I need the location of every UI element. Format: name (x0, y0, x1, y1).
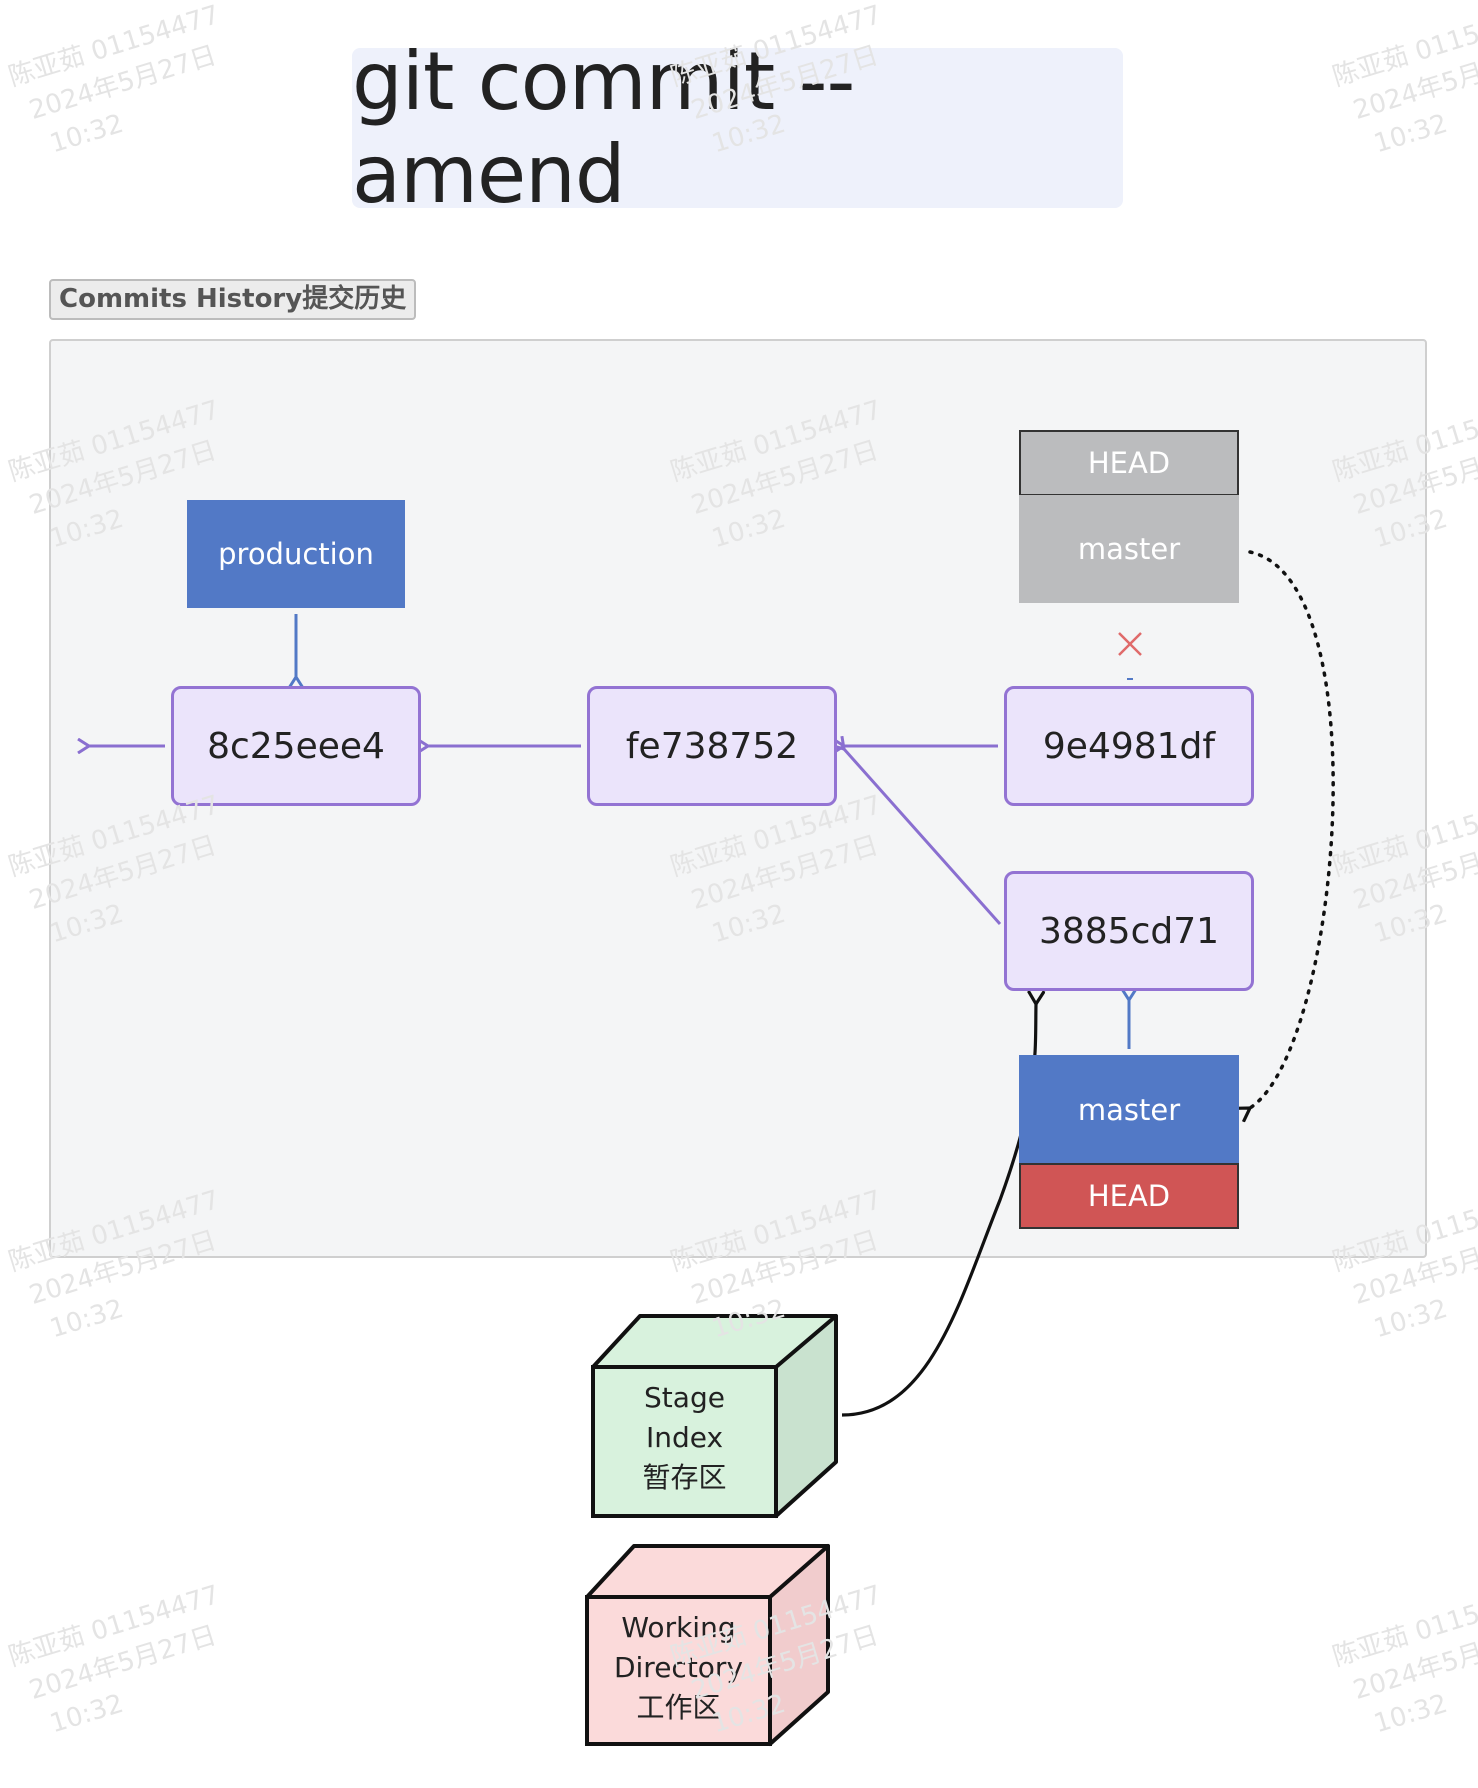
stage-line-1: Stage (644, 1381, 725, 1414)
new-head-text: HEAD (1087, 1179, 1171, 1213)
stage-index-cube (591, 1314, 838, 1518)
commit-node: fe738752 (587, 686, 837, 806)
working-directory-cube (585, 1544, 830, 1746)
commit-node: 9e4981df (1004, 686, 1254, 806)
production-branch-text: production (218, 537, 374, 571)
new-master-text: master (1077, 1093, 1181, 1127)
working-line-1: Working (621, 1611, 736, 1644)
working-line-3: 工作区 (636, 1691, 721, 1724)
stage-line-3: 暂存区 (642, 1461, 727, 1494)
old-master-text: master (1077, 532, 1181, 566)
old-master-label: master (1019, 495, 1239, 603)
commit-from-stage-arrow (841, 1004, 1036, 1417)
parent-arrow-3885cd71 (844, 749, 1002, 925)
new-head-label: HEAD (1019, 1163, 1239, 1229)
stage-index-label: Stage Index 暂存区 (593, 1378, 776, 1498)
old-head-text: HEAD (1087, 446, 1171, 480)
page-title: git commit --amend (352, 35, 855, 221)
commit-node: 8c25eee4 (171, 686, 421, 806)
x-mark-icon (1118, 632, 1142, 680)
commit-node: 3885cd71 (1004, 871, 1254, 991)
branch-move-arrow (1250, 550, 1335, 1108)
working-directory-label: Working Directory 工作区 (587, 1608, 770, 1728)
old-head-label: HEAD (1019, 430, 1239, 496)
section-label: Commits History提交历史 (49, 279, 417, 320)
production-branch-label: production (187, 500, 405, 608)
new-master-label: master (1019, 1055, 1239, 1165)
stage-line-2: Index (645, 1421, 724, 1454)
working-line-2: Directory (613, 1651, 744, 1684)
title-box: git commit --amend (352, 35, 1123, 221)
